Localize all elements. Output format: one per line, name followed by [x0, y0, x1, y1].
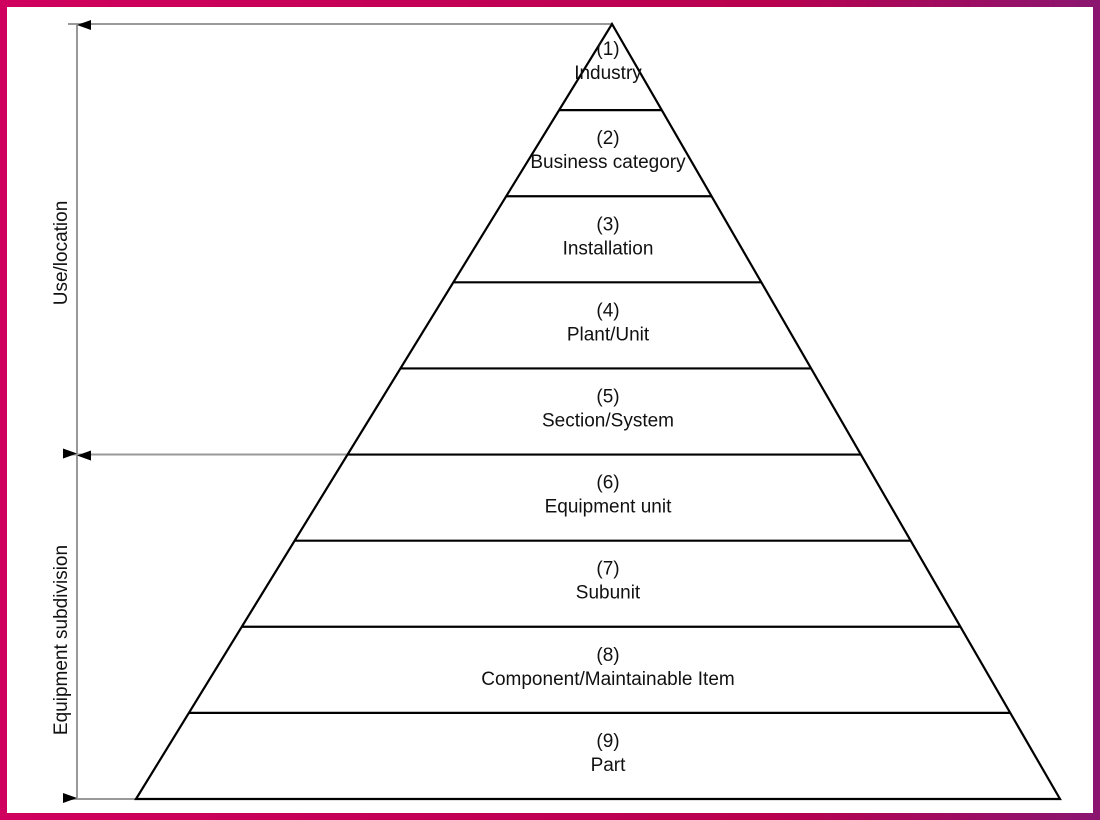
level-label: Industry	[574, 63, 642, 84]
level-number: (3)	[596, 214, 619, 235]
pyramid-level: (7) Subunit	[576, 559, 641, 604]
group-label-use-location: Use/location	[51, 201, 72, 306]
pyramid-level: (4) Plant/Unit	[567, 300, 650, 345]
group-label-equipment-subdivision: Equipment subdivision	[51, 545, 72, 735]
level-label: Plant/Unit	[567, 324, 650, 345]
level-number: (7)	[596, 559, 619, 580]
level-number: (1)	[596, 39, 619, 60]
level-label: Component/Maintainable Item	[481, 669, 734, 690]
pyramid-outline	[134, 21, 1062, 801]
pyramid-level: (5) Section/System	[542, 387, 674, 432]
level-number: (9)	[596, 731, 619, 752]
level-label: Business category	[530, 152, 686, 173]
pyramid-level: (2) Business category	[530, 128, 686, 173]
pyramid-level: (9) Part	[591, 731, 627, 776]
level-number: (8)	[596, 645, 619, 666]
level-label: Part	[591, 755, 627, 776]
pyramid-level: (1) Industry	[574, 39, 642, 84]
pyramid-level: (8) Component/Maintainable Item	[481, 645, 734, 690]
level-label: Equipment unit	[545, 497, 672, 518]
level-label: Installation	[563, 238, 654, 259]
level-number: (5)	[596, 387, 619, 408]
level-number: (2)	[596, 128, 619, 149]
diagram-canvas	[7, 7, 1093, 813]
pyramid-level: (6) Equipment unit	[545, 473, 672, 518]
level-number: (4)	[596, 300, 619, 321]
level-label: Subunit	[576, 583, 641, 604]
level-number: (6)	[596, 473, 619, 494]
level-label: Section/System	[542, 411, 674, 432]
pyramid-level: (3) Installation	[563, 214, 654, 259]
